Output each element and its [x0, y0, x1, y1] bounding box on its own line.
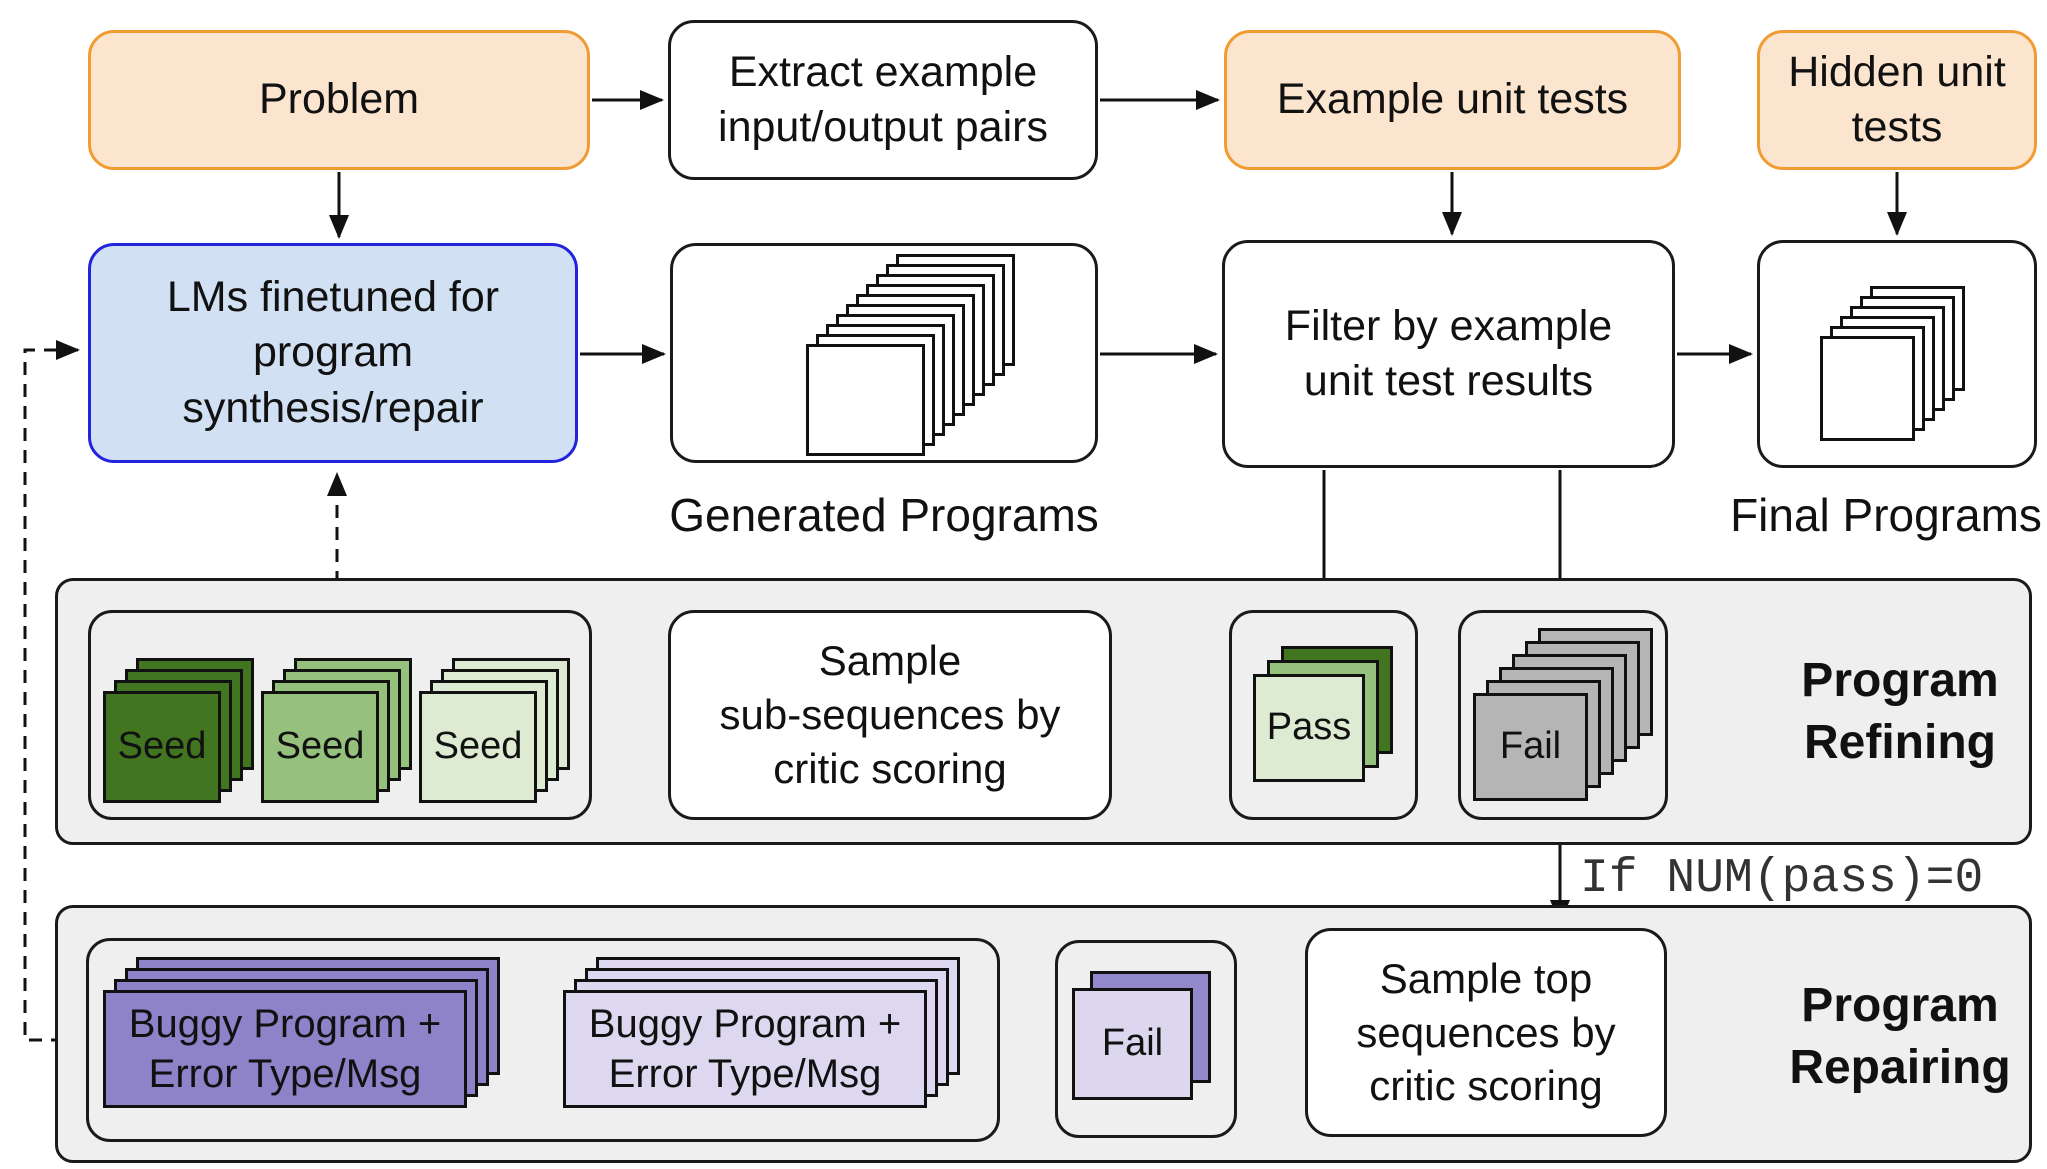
sample-top-node: Sample top sequences by critic scoring	[1305, 928, 1667, 1137]
fail-purple-stack-icon: Fail	[1072, 971, 1211, 1100]
stack-card-label: Pass	[1266, 706, 1352, 749]
stack-card-label: Buggy Program + Error Type/Msg	[588, 1002, 902, 1096]
pass-container: Pass	[1229, 610, 1418, 820]
stack-card-label: Fail	[1499, 725, 1562, 768]
stack-card-label: Seed	[275, 725, 365, 768]
stack-card-label: Seed	[433, 725, 523, 768]
stack-card: Fail	[1473, 693, 1588, 801]
stack-card-label: Fail	[1101, 1022, 1164, 1065]
stack-card: Seed	[103, 691, 221, 803]
program-refining-title: Program Refining	[1801, 654, 1999, 770]
seed-stack-light-icon: Seed	[419, 658, 570, 803]
final-programs-caption: Final Programs	[1730, 489, 2042, 541]
example-unit-tests-node: Example unit tests	[1224, 30, 1681, 170]
stack-card: Seed	[419, 691, 537, 803]
seed-pool-container: Seed Seed Seed	[88, 610, 592, 820]
problem-node: Problem	[88, 30, 590, 170]
stack-card: Pass	[1253, 674, 1365, 782]
seed-stack-medium-icon: Seed	[261, 658, 412, 803]
filter-node: Filter by example unit test results	[1222, 240, 1675, 468]
stack-card: Seed	[261, 691, 379, 803]
buggy-programs-container: Buggy Program + Error Type/Msg Buggy Pro…	[86, 938, 1000, 1142]
hidden-unit-tests-node: Hidden unit tests	[1757, 30, 2037, 170]
fail-container: Fail	[1458, 610, 1668, 820]
buggy-program-stack-light-icon: Buggy Program + Error Type/Msg	[563, 957, 960, 1108]
stack-card: Fail	[1072, 988, 1193, 1100]
extract-pairs-node: Extract example input/output pairs	[668, 20, 1098, 180]
final-programs-stack-icon	[1820, 286, 1965, 441]
fail-stack-icon: Fail	[1473, 628, 1653, 801]
condition-label: If NUM(pass)=0	[1580, 852, 1984, 906]
program-repairing-title: Program Repairing	[1789, 979, 2011, 1095]
generated-programs-stack-icon	[806, 254, 1015, 456]
fail-purple-container: Fail	[1055, 940, 1237, 1138]
stack-card	[1820, 336, 1915, 441]
stack-card: Buggy Program + Error Type/Msg	[103, 990, 467, 1108]
stack-card-label: Seed	[117, 725, 207, 768]
stack-card	[806, 344, 925, 456]
generated-programs-node	[670, 243, 1098, 463]
lms-node: LMs finetuned for program synthesis/repa…	[88, 243, 578, 463]
final-programs-node	[1757, 240, 2037, 468]
sample-subsequences-node: Sample sub-sequences by critic scoring	[668, 610, 1112, 820]
stack-card: Buggy Program + Error Type/Msg	[563, 990, 927, 1108]
seed-stack-dark-icon: Seed	[103, 658, 254, 803]
stack-card-label: Buggy Program + Error Type/Msg	[128, 1002, 442, 1096]
pass-stack-icon: Pass	[1253, 646, 1393, 782]
generated-programs-caption: Generated Programs	[669, 489, 1099, 541]
buggy-program-stack-dark-icon: Buggy Program + Error Type/Msg	[103, 957, 500, 1108]
